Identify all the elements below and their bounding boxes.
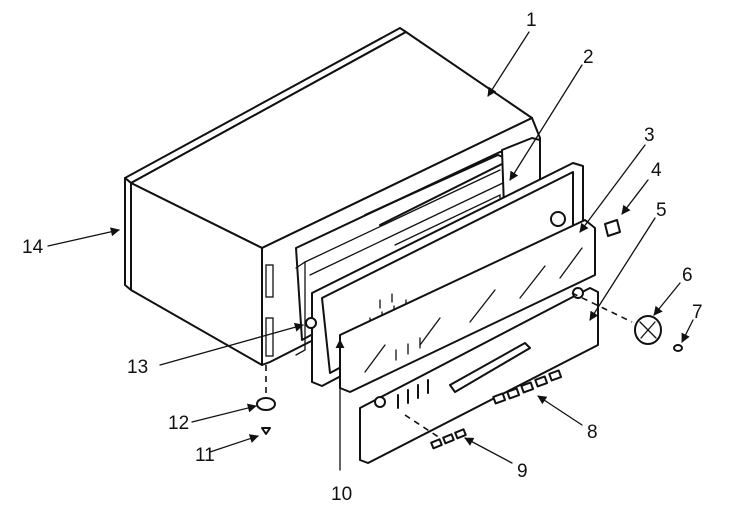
escutcheon-hole-left bbox=[374, 396, 386, 408]
callout-11: 11 bbox=[195, 445, 215, 466]
chassis-line-2 bbox=[309, 181, 506, 276]
callout-12: 12 bbox=[168, 413, 189, 434]
slide-slot bbox=[449, 342, 531, 393]
callout-labels: 1 2 3 4 5 6 7 8 9 10 11 12 13 14 bbox=[22, 10, 703, 505]
callout-7: 7 bbox=[692, 302, 703, 323]
bezel-screw bbox=[305, 317, 317, 329]
callout-1: 1 bbox=[526, 10, 537, 31]
side-slot-top bbox=[265, 264, 274, 298]
callout-6: 6 bbox=[682, 265, 693, 286]
leader-lines bbox=[47, 31, 694, 471]
left-bracket bbox=[295, 260, 306, 356]
foot-screw bbox=[261, 427, 271, 435]
small-knobs bbox=[404, 414, 467, 450]
callout-3: 3 bbox=[644, 125, 655, 146]
callout-14: 14 bbox=[22, 237, 44, 258]
callout-5: 5 bbox=[656, 200, 667, 221]
callout-8: 8 bbox=[587, 422, 598, 443]
escutcheon-outline bbox=[359, 287, 599, 464]
callout-9: 9 bbox=[517, 461, 528, 482]
escutcheon-hole-right bbox=[572, 287, 584, 299]
knob-screw bbox=[673, 344, 683, 352]
escutcheon-plate bbox=[359, 287, 599, 464]
square-part bbox=[604, 219, 621, 237]
callout-10: 10 bbox=[331, 484, 352, 505]
chassis-line-1 bbox=[304, 169, 501, 263]
glass-shading bbox=[364, 247, 583, 373]
bezel-knob-hole bbox=[550, 211, 566, 227]
side-slot-bottom bbox=[265, 317, 274, 357]
knob-assembly bbox=[571, 292, 683, 352]
slide-knobs bbox=[492, 369, 563, 405]
foot bbox=[256, 397, 276, 411]
hardware bbox=[256, 317, 317, 435]
callout-13: 13 bbox=[127, 357, 148, 378]
escutcheon-ticks bbox=[397, 379, 429, 409]
callout-2: 2 bbox=[583, 47, 594, 68]
callout-4: 4 bbox=[651, 160, 662, 181]
glass-tick-marks bbox=[395, 337, 421, 361]
